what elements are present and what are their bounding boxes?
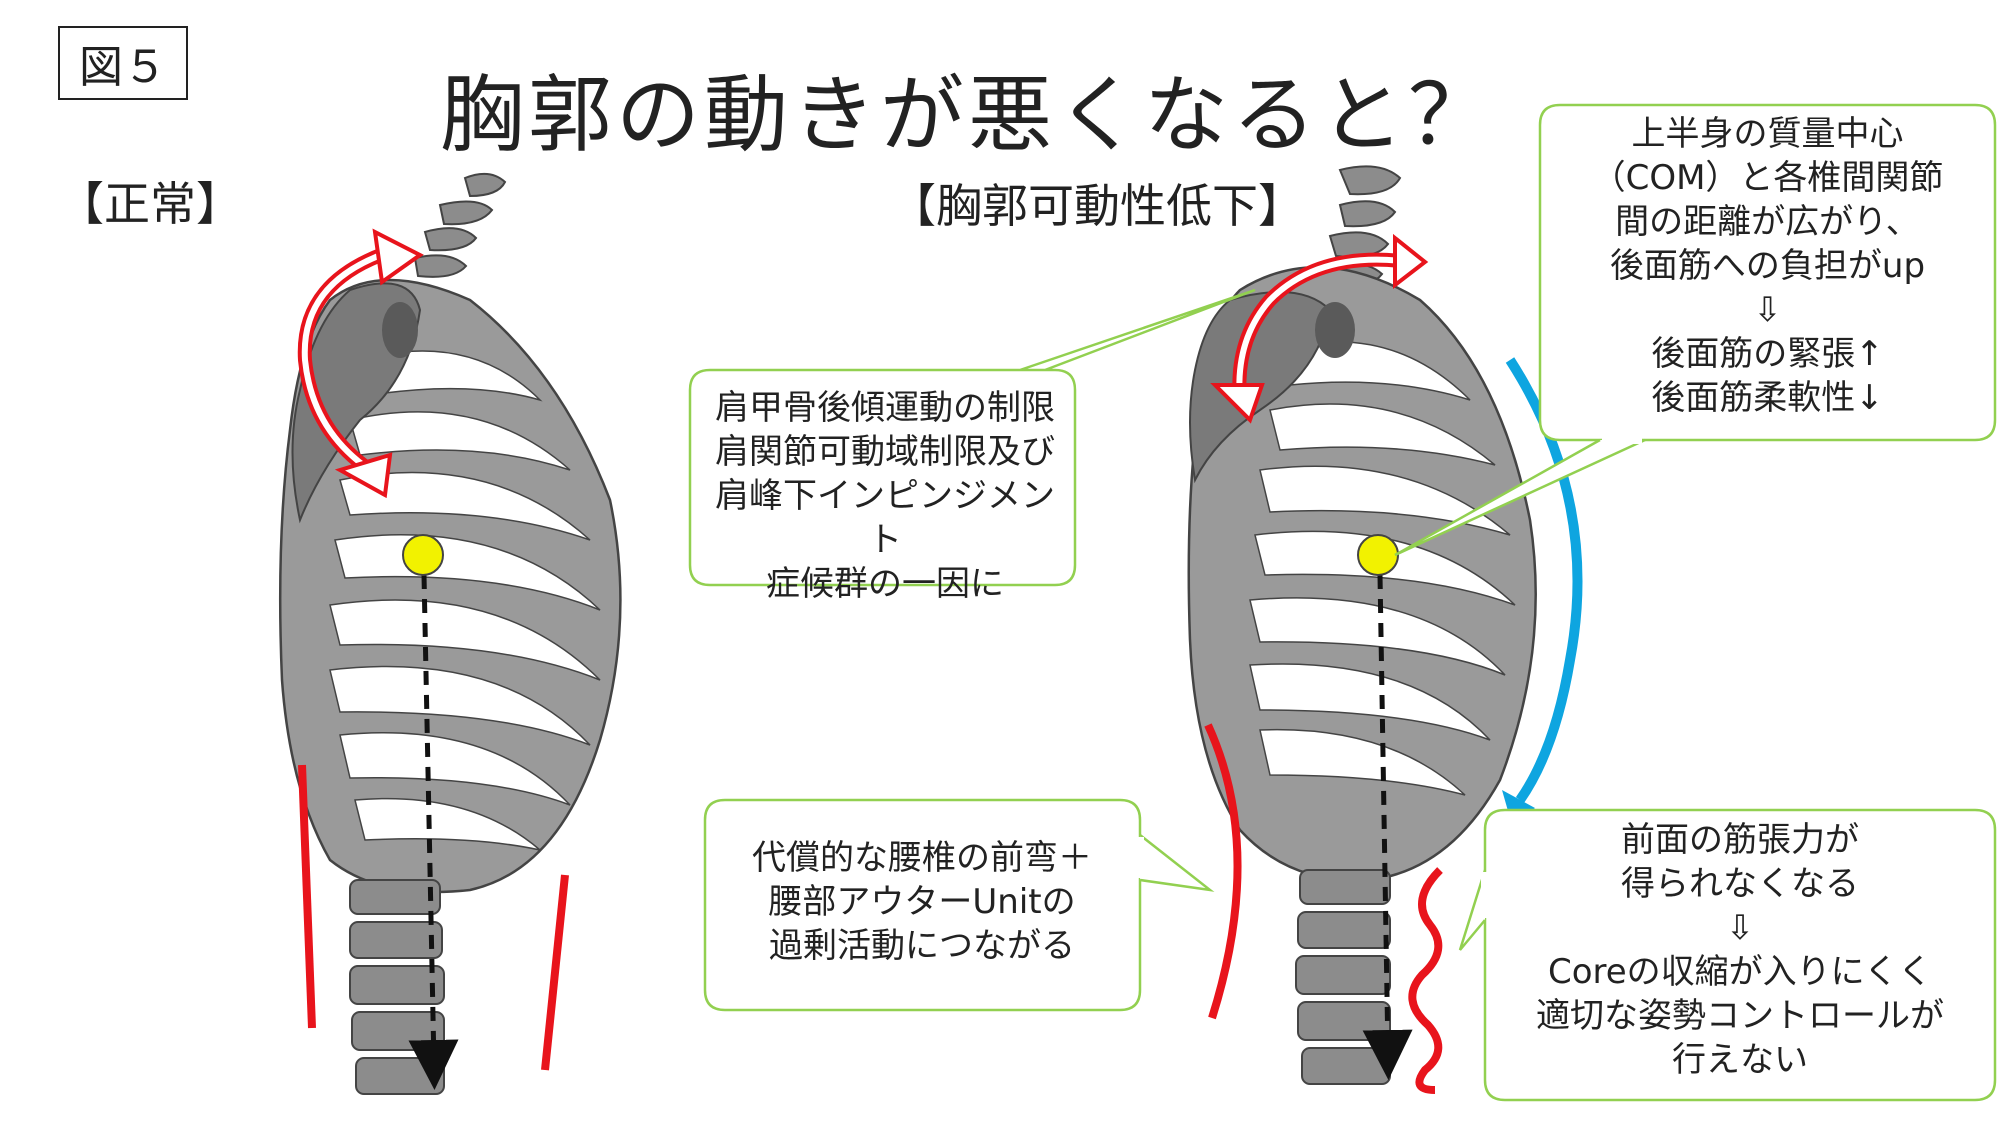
callout-com-line: 後面筋柔軟性↓ <box>1651 378 1884 418</box>
com-line-restricted <box>1362 574 1413 1080</box>
callout-lumbar-line: 過剰活動につながる <box>769 926 1075 966</box>
rotation-arrowhead-top-restricted <box>1393 233 1429 290</box>
callout-lumbar-text: 代償的な腰椎の前弯＋ 腰部アウターUnitの 過剰活動につながる <box>712 836 1132 968</box>
callout-com-line: （COM）と各椎間関節 <box>1591 158 1944 198</box>
callout-scapula-line: 肩関節可動域制限及び <box>715 432 1055 472</box>
muscle-line-back-normal <box>298 764 316 1029</box>
callout-core-line: 得られなくなる <box>1621 864 1859 904</box>
restricted-label: 【胸郭可動性低下】 <box>890 179 1304 233</box>
com-line-normal <box>408 574 459 1090</box>
callout-core-line: 行えない <box>1672 1040 1808 1080</box>
callout-com-line: 後面筋への負担がup <box>1609 246 1926 286</box>
callout-scapula-line: 肩甲骨後傾運動の制限 <box>715 388 1055 428</box>
glenoid-normal <box>382 302 418 358</box>
callout-scapula <box>688 288 1256 587</box>
rotation-arrowhead-bottom-restricted <box>1210 383 1265 424</box>
normal-skeleton <box>278 172 622 1095</box>
rotation-arrowhead-bottom-normal <box>334 452 393 499</box>
callout-core-text: 前面の筋張力が 得られなくなる ⇩ Coreの収縮が入りにくく 適切な姿勢コント… <box>1490 818 1990 1082</box>
callout-lumbar-line: 腰部アウターUnitの <box>768 882 1076 922</box>
rotation-arrowhead-top-normal <box>372 228 424 286</box>
callout-lumbar-line: 代償的な腰椎の前弯＋ <box>752 838 1092 878</box>
callout-core-line: 適切な姿勢コントロールが <box>1536 996 1944 1036</box>
callout-lumbar <box>703 798 1215 1012</box>
com-point-normal <box>402 534 444 576</box>
callout-com-line: ⇩ <box>1753 290 1782 330</box>
callout-core-line: 前面の筋張力が <box>1621 820 1859 860</box>
callout-core-line: ⇩ <box>1725 908 1755 948</box>
callout-com-line: 後面筋の緊張↑ <box>1651 334 1884 374</box>
callout-scapula-text: 肩甲骨後傾運動の制限 肩関節可動域制限及び 肩峰下インピンジメント 症候群の一因… <box>700 386 1070 606</box>
callout-scapula-line: 症候群の一因に <box>766 564 1004 604</box>
callout-com <box>1394 103 1997 557</box>
callout-com-line: 上半身の質量中心 <box>1631 114 1904 154</box>
cervical-spine-restricted <box>1323 165 1402 288</box>
lumbar-lordosis-curve <box>1204 723 1242 1020</box>
muscle-line-front-normal <box>541 874 569 1071</box>
glenoid-restricted <box>1315 302 1355 358</box>
callout-core <box>1458 808 1997 1102</box>
lumbar-spine-restricted <box>1295 869 1391 1085</box>
callout-com-text: 上半身の質量中心 （COM）と各椎間関節 間の距離が広がり、 後面筋への負担がu… <box>1545 112 1990 420</box>
cervical-spine-normal <box>413 172 507 278</box>
normal-label: 【正常】 <box>58 177 242 231</box>
restricted-skeleton <box>1187 165 1583 1094</box>
com-point-restricted <box>1357 534 1399 576</box>
page-title: 胸郭の動きが悪くなると？ <box>440 66 1497 164</box>
callout-scapula-line: 肩峰下インピンジメント <box>715 476 1055 560</box>
callout-com-line: 間の距離が広がり、 <box>1615 202 1920 242</box>
figure-label: 図５ <box>58 26 188 100</box>
callout-core-line: Coreの収縮が入りにくく <box>1547 952 1932 992</box>
core-weakness-wave <box>1408 867 1443 1094</box>
